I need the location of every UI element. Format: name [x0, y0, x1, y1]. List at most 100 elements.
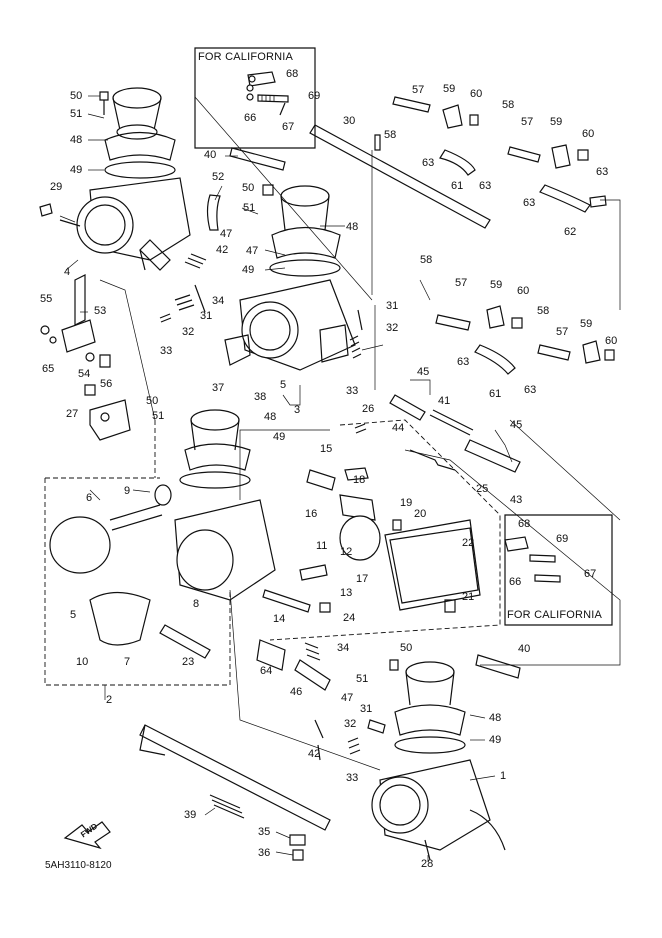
callout-58-a: 58	[384, 129, 397, 141]
callout-1: 1	[500, 770, 507, 782]
callout-63-a: 63	[422, 157, 435, 169]
callout-10: 10	[76, 656, 89, 668]
callout-35: 35	[258, 826, 271, 838]
left-bracket-parts	[40, 274, 131, 441]
carburetor-top-middle	[206, 147, 356, 371]
callout-14: 14	[273, 613, 286, 625]
callout-52: 52	[212, 171, 225, 183]
callout-58-b: 58	[502, 99, 515, 111]
callout-69-bottom: 69	[556, 533, 569, 545]
callout-57-b: 57	[521, 116, 534, 128]
callout-59-d: 59	[580, 318, 593, 330]
callout-60-b: 60	[582, 128, 595, 140]
callout-62: 62	[564, 226, 577, 238]
california-label-bottom: FOR CALIFORNIA	[507, 609, 603, 621]
callout-46: 46	[290, 686, 303, 698]
callout-61-a: 61	[451, 180, 464, 192]
callout-51: 51	[70, 108, 83, 120]
callout-9: 9	[124, 485, 131, 497]
callout-63-e: 63	[457, 356, 470, 368]
callout-37: 37	[212, 382, 225, 394]
leader-lines	[59, 95, 621, 862]
callout-59-a: 59	[443, 83, 456, 95]
callout-25: 25	[476, 483, 489, 495]
callout-49: 49	[70, 164, 83, 176]
callout-23: 23	[182, 656, 195, 668]
callout-50-c: 50	[400, 642, 413, 654]
callout-6: 6	[86, 492, 93, 504]
callout-47-a: 47	[220, 228, 233, 240]
callout-65: 65	[42, 363, 55, 375]
callout-42-a: 42	[216, 244, 229, 256]
callout-13: 13	[340, 587, 353, 599]
callout-2: 2	[106, 694, 113, 706]
callout-56: 56	[100, 378, 113, 390]
callout-48: 48	[70, 134, 83, 146]
callout-66-top: 66	[244, 112, 257, 124]
callout-18: 18	[353, 474, 366, 486]
callout-44: 44	[392, 422, 405, 434]
callout-22: 22	[462, 537, 475, 549]
callout-26: 26	[362, 403, 375, 415]
callout-42-b: 42	[308, 748, 321, 760]
callout-8: 8	[193, 598, 200, 610]
carburetor-1	[371, 654, 521, 861]
callout-69-top: 69	[308, 90, 321, 102]
carburetor-2-group	[44, 409, 501, 686]
callout-48-c: 48	[489, 712, 502, 724]
callout-50-mid: 50	[242, 182, 255, 194]
callout-55: 55	[40, 293, 53, 305]
callout-36: 36	[258, 847, 271, 859]
callout-47-c: 47	[341, 692, 354, 704]
callout-60-a: 60	[470, 88, 483, 100]
callout-57-d: 57	[556, 326, 569, 338]
callout-33-a: 33	[160, 345, 173, 357]
callout-58-d: 58	[537, 305, 550, 317]
callout-4: 4	[64, 266, 71, 278]
callout-3: 3	[294, 404, 301, 416]
callout-17: 17	[356, 573, 369, 585]
callout-31-b: 31	[386, 300, 399, 312]
callout-63-b: 63	[479, 180, 492, 192]
callout-5-b: 5	[70, 609, 77, 621]
callout-24: 24	[343, 612, 356, 624]
callout-60-c: 60	[517, 285, 530, 297]
callout-5-a: 5	[280, 379, 287, 391]
callout-12: 12	[340, 546, 353, 558]
callout-48-b: 48	[264, 411, 277, 423]
callout-31-a: 31	[200, 310, 213, 322]
callout-32-b: 32	[386, 322, 399, 334]
callout-57-a: 57	[412, 84, 425, 96]
callout-51-c: 51	[356, 673, 369, 685]
callout-19: 19	[400, 497, 413, 509]
callout-45-b: 45	[510, 419, 523, 431]
callout-33-c: 33	[346, 772, 359, 784]
callout-34-a: 34	[212, 295, 225, 307]
callout-40-top: 40	[204, 149, 217, 161]
callout-68-top: 68	[286, 68, 299, 80]
carburetor-top-left	[39, 87, 191, 271]
callout-63-f: 63	[524, 384, 537, 396]
callout-51-mid: 51	[243, 202, 256, 214]
callout-31-c: 31	[360, 703, 373, 715]
callout-50-b: 50	[146, 395, 159, 407]
california-label-top: FOR CALIFORNIA	[198, 51, 294, 63]
callout-47-b: 47	[246, 245, 259, 257]
callout-54: 54	[78, 368, 91, 380]
callout-60-d: 60	[605, 335, 618, 347]
callout-11: 11	[316, 540, 328, 552]
springs-middle-left	[159, 253, 363, 359]
hose-assembly-middle-right	[435, 305, 615, 375]
bottom-middle-parts	[256, 589, 399, 761]
callout-57-c: 57	[455, 277, 468, 289]
callout-15: 15	[320, 443, 333, 455]
callout-43: 43	[510, 494, 523, 506]
callout-38: 38	[254, 391, 267, 403]
callout-49-b: 49	[273, 431, 286, 443]
callout-40-bottom: 40	[518, 643, 531, 655]
callout-63-d: 63	[596, 166, 609, 178]
callout-66-bottom: 66	[509, 576, 522, 588]
callout-16: 16	[305, 508, 318, 520]
callout-58-c: 58	[420, 254, 433, 266]
